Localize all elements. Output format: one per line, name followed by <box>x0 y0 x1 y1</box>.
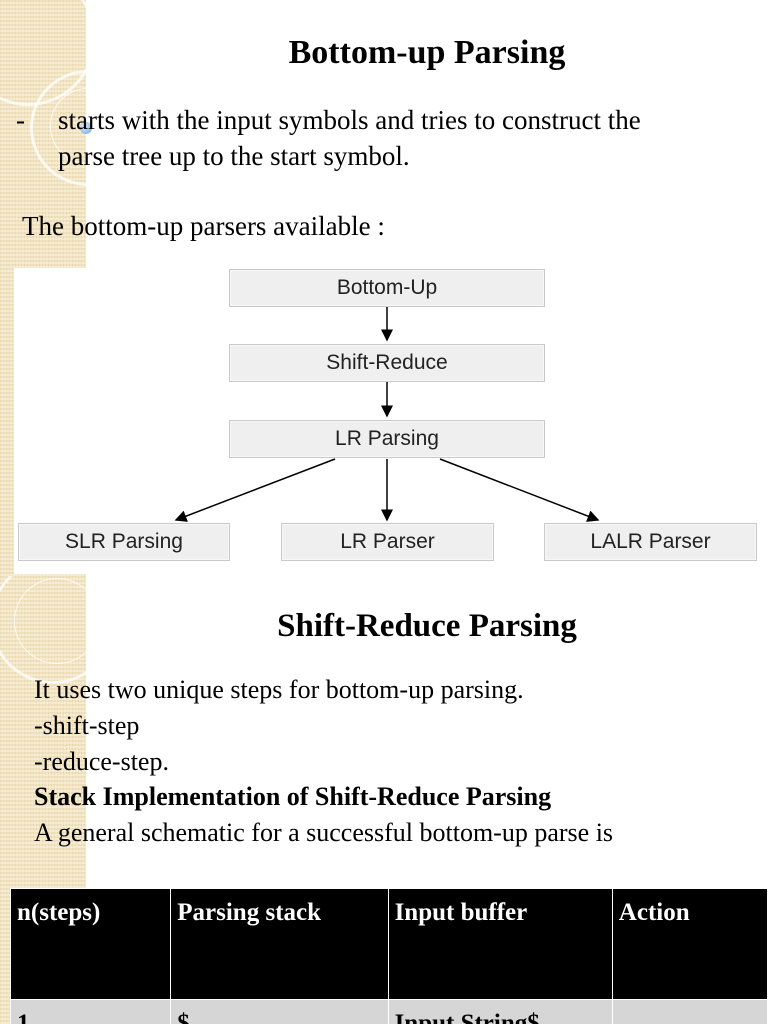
cell-input-buffer: Input String$ <box>387 999 613 1024</box>
decorative-ring <box>30 70 146 186</box>
bullet-marker: - <box>16 105 25 135</box>
cell-steps: 1 <box>9 999 172 1024</box>
diagram-arrows <box>174 306 600 522</box>
decorative-dot <box>80 122 92 134</box>
node-slr-parsing: SLR Parsing <box>18 523 230 561</box>
node-lr-parsing: LR Parsing <box>229 420 545 458</box>
header-input-buffer: Input buffer <box>387 888 613 1000</box>
header-steps: n(steps) <box>9 888 172 1000</box>
node-bottom-up: Bottom-Up <box>229 269 545 307</box>
parse-table: n(steps) Parsing stack Input buffer Acti… <box>9 888 768 1024</box>
slide-title: Bottom-up Parsing <box>288 34 566 71</box>
text-line-2: -shift-step <box>34 711 140 740</box>
decorative-ring <box>14 578 100 664</box>
text-line-1: It uses two unique steps for bottom-up p… <box>34 675 524 704</box>
decorative-ring <box>50 88 126 164</box>
slide-shift-reduce-parsing: Shift-Reduce Parsing It uses two unique … <box>0 576 768 1024</box>
cell-parsing-stack: $ <box>170 999 389 1024</box>
intro-text: The bottom-up parsers available : <box>22 211 385 241</box>
cell-action <box>611 999 768 1024</box>
slide-bottom-up-parsing: Bottom-up Parsing - starts with the inpu… <box>0 0 757 576</box>
slide-title: Shift-Reduce Parsing <box>277 608 577 644</box>
bullet-text-line2: parse tree up to the start symbol. <box>58 141 410 171</box>
header-parsing-stack: Parsing stack <box>170 888 389 1000</box>
arrow-lrparsing-to-lalr <box>439 458 600 522</box>
node-lalr-parser: LALR Parser <box>544 523 757 561</box>
table-row: 1 $ Input String$ <box>9 999 768 1024</box>
bullet-text-line1: starts with the input symbols and tries … <box>58 105 641 135</box>
decorative-ring <box>0 576 116 684</box>
text-line-3: -reduce-step. <box>34 747 169 776</box>
table-header-row: n(steps) Parsing stack Input buffer Acti… <box>9 888 768 1000</box>
node-lr-parser: LR Parser <box>281 523 494 561</box>
arrow-lrparsing-to-slr <box>174 458 336 522</box>
text-line-4-bold: Stack Implementation of Shift-Reduce Par… <box>34 782 552 811</box>
header-action: Action <box>611 888 768 1000</box>
text-line-5: A general schematic for a successful bot… <box>34 818 614 847</box>
parser-hierarchy-diagram: Bottom-Up Shift-Reduce LR Parsing SLR Pa… <box>18 269 757 561</box>
node-shift-reduce: Shift-Reduce <box>229 344 545 382</box>
